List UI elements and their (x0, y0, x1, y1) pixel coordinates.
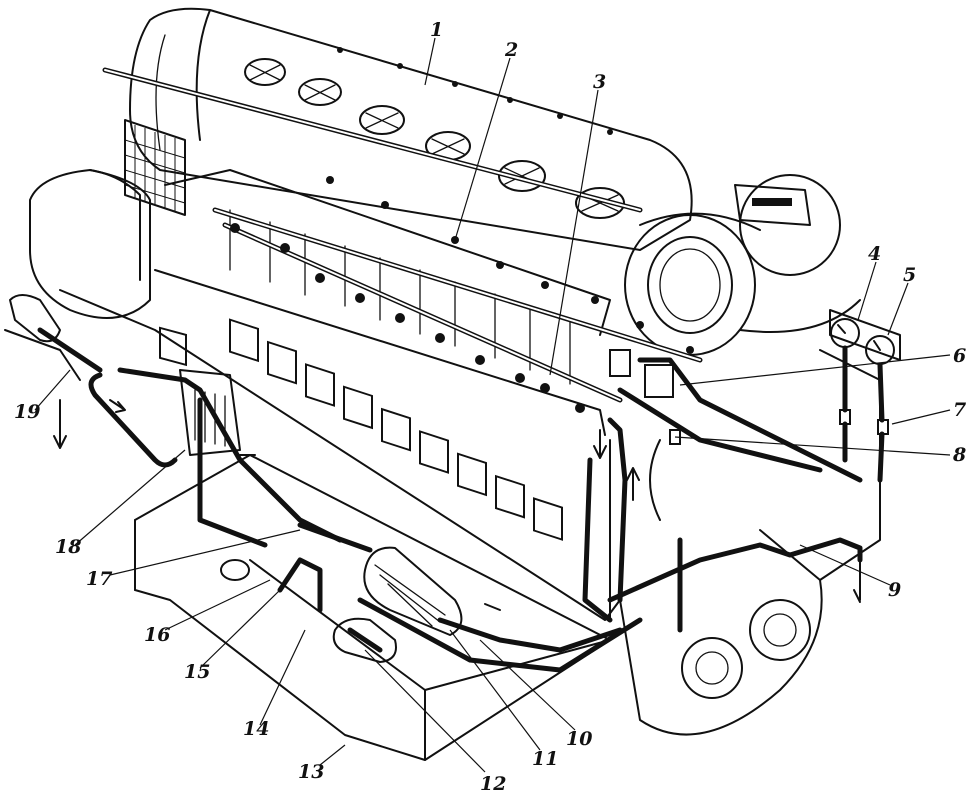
oil-filter (363, 546, 463, 636)
leader-lines (34, 37, 951, 773)
centrifugal-filter (179, 369, 241, 456)
callout-1: 1 (430, 19, 443, 41)
intake-manifold (102, 7, 693, 251)
engine-block (29, 169, 703, 621)
callout-4: 4 (868, 243, 881, 265)
callout-5: 5 (903, 264, 916, 286)
callout-7: 7 (953, 399, 966, 421)
oil-tank (134, 454, 611, 761)
turbocharger (624, 174, 861, 356)
callout-10: 10 (566, 728, 592, 750)
callout-18: 18 (55, 536, 81, 558)
callout-11: 11 (532, 748, 558, 770)
air-intake-grille (124, 119, 186, 216)
callout-19: 19 (14, 401, 40, 423)
callout-9: 9 (888, 579, 901, 601)
injector-nuts (230, 176, 694, 413)
callout-3: 3 (593, 71, 606, 93)
callout-15: 15 (184, 661, 210, 683)
callout-17: 17 (86, 568, 112, 590)
callout-12: 12 (480, 773, 506, 794)
oil-pump (332, 617, 397, 663)
oil-pipework (88, 357, 863, 673)
priming-pump (4, 294, 103, 381)
callout-2: 2 (504, 39, 518, 61)
callout-16: 16 (144, 624, 170, 646)
callout-labels: 1 2 3 4 5 6 7 8 9 10 11 12 13 14 15 16 1… (14, 19, 966, 794)
crankcase-windows (159, 318, 563, 541)
callout-14: 14 (243, 718, 269, 740)
manifold-bolts (337, 47, 613, 135)
pressure-gauges (829, 309, 901, 483)
flow-arrows (53, 399, 866, 611)
callout-13: 13 (298, 761, 324, 783)
callout-6: 6 (953, 345, 966, 367)
callout-8: 8 (952, 444, 966, 466)
